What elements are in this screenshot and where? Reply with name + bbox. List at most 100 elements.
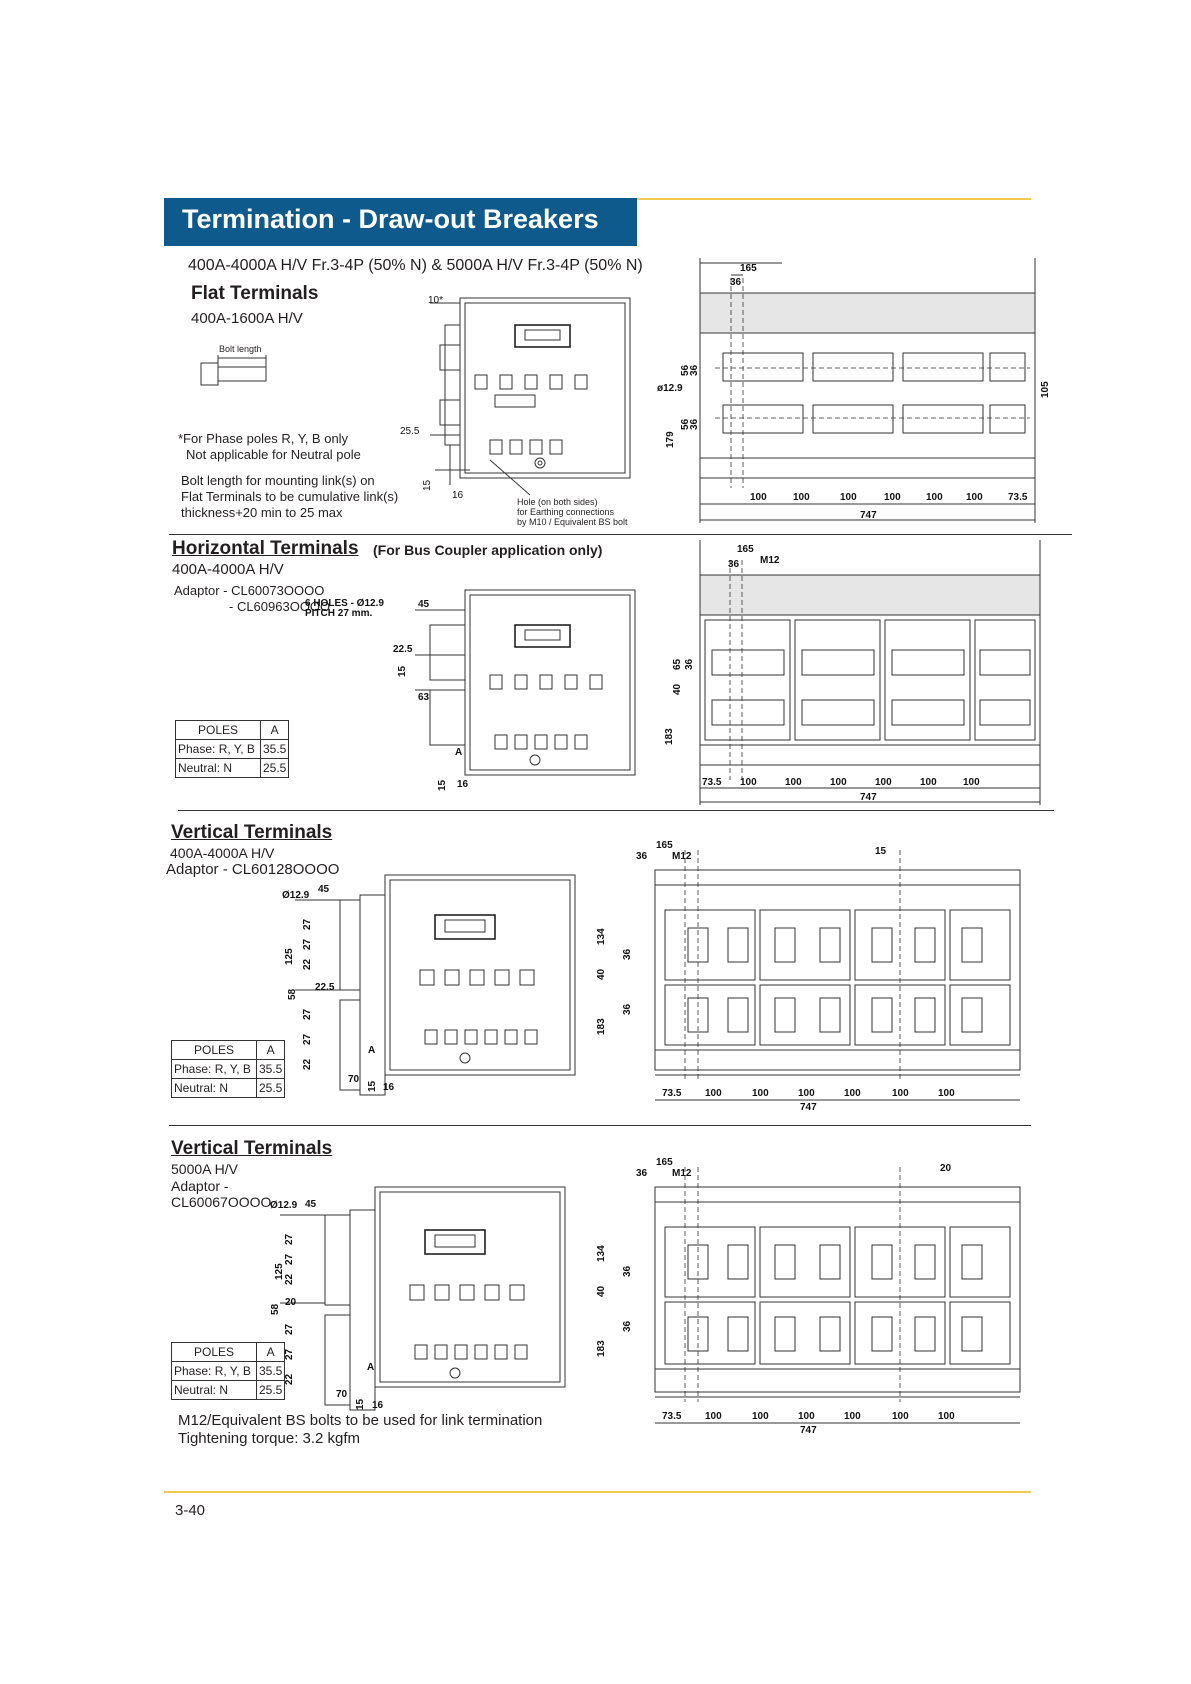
flat-front-100f: 100 [966,492,983,503]
v1-front-36: 36 [636,851,648,862]
flat-range: 400A-1600A H/V [191,310,303,327]
horiz-front-100e: 100 [920,777,937,788]
hole-note-3: by M10 / Equivalent BS bolt [517,517,628,527]
vertical2-side-drawing: Ø12.9 45 125 27 27 22 58 20 27 27 22 A 7… [270,1186,566,1411]
v1-front-134: 134 [596,928,607,945]
v1-front-36v2: 36 [622,1003,633,1015]
v2-dim-a: A [367,1362,374,1373]
horizontal-adaptor-1: Adaptor - CL60073OOOO [174,583,325,598]
flat-front-36: 36 [730,277,742,288]
v1-dim-27a: 27 [302,918,313,930]
v2-front-36v2: 36 [622,1320,633,1332]
hole-note-1: Hole (on both sides) [517,497,598,507]
flat-side-drawing: 10* 25.5 15 16 [400,295,631,501]
v1-front-100c: 100 [798,1088,815,1099]
footer-note-1: M12/Equivalent BS bolts to be used for l… [178,1412,543,1429]
v1-dim-27c: 27 [302,1008,313,1020]
flat-front-73-5: 73.5 [1008,492,1028,503]
v2-front-36: 36 [636,1168,648,1179]
horizontal-adaptor-2: - CL60963OOOO [229,599,331,614]
flat-dim-16: 16 [452,490,464,501]
vertical2-range: 5000A H/V [171,1161,238,1177]
note-phase-1: *For Phase poles R, Y, B only [178,431,349,446]
v1-dim-70: 70 [348,1074,360,1085]
v2-dim-22: 22 [284,1273,295,1285]
v2-dim-27b: 27 [284,1253,295,1265]
vertical1-front-drawing: 165 36 M12 15 134 36 40 36 183 73.5 100 … [596,840,1021,1113]
table-header-poles: POLES [171,1040,257,1060]
v2-front-165: 165 [656,1157,673,1168]
v1-front-747: 747 [800,1102,817,1113]
horizontal-side-drawing: 45 6 HOLES - Ø12.9 PITCH 27 mm. 22.5 15 … [305,589,636,791]
top-rule [637,198,1031,200]
v1-front-165: 165 [656,840,673,851]
v1-dim-27d: 27 [302,1033,313,1045]
v1-dim-a: A [368,1045,375,1056]
horiz-dim-22-5: 22.5 [393,644,413,655]
v2-dim-129: Ø12.9 [270,1200,298,1211]
v1-front-m12: M12 [672,851,692,862]
table-cell: 35.5 [255,1059,286,1079]
horiz-dim-15: 15 [397,665,408,677]
hole-note-2: for Earthing connections [517,507,615,517]
v1-dim-125: 125 [284,948,295,965]
flat-front-100b: 100 [793,492,810,503]
table-cell: Neutral: N [175,758,261,778]
horiz-front-747: 747 [860,792,877,803]
v1-dim-45: 45 [318,884,330,895]
v2-dim-45: 45 [305,1199,317,1210]
table-header-poles: POLES [171,1342,257,1362]
v2-front-m12: M12 [672,1168,692,1179]
v1-front-100e: 100 [892,1088,909,1099]
footer-note-2: Tightening torque: 3.2 kgfm [178,1430,361,1447]
v2-dim-22b: 22 [284,1373,295,1385]
v2-front-40: 40 [596,1285,607,1297]
flat-front-100a: 100 [750,492,767,503]
bolt-length-label: Bolt length [219,344,262,354]
v2-dim-58: 58 [270,1303,281,1315]
vertical2-heading: Vertical Terminals [171,1138,333,1159]
flat-front-105: 105 [1040,381,1051,398]
v2-front-100b: 100 [752,1411,769,1422]
v2-dim-15: 15 [355,1398,366,1410]
v2-dim-27a: 27 [284,1233,295,1245]
divider-3 [169,1125,1031,1126]
v2-front-100d: 100 [844,1411,861,1422]
note-bolt-3: thickness+20 min to 25 max [181,505,343,520]
flat-front-165: 165 [740,263,757,274]
horiz-front-100d: 100 [875,777,892,788]
horiz-dim-a: A [455,747,462,758]
divider-1 [169,534,1072,535]
v1-front-183: 183 [596,1018,607,1035]
horiz-dim-15b: 15 [437,779,448,791]
horiz-holes-1: 6 HOLES - Ø12.9 [305,598,384,609]
flat-front-100c: 100 [840,492,857,503]
v2-front-73-5: 73.5 [662,1411,682,1422]
flat-front-56a: 56 [680,364,691,376]
table-cell: Phase: R, Y, B [171,1059,257,1079]
flat-front-100e: 100 [926,492,943,503]
horiz-front-100c: 100 [830,777,847,788]
vertical1-heading: Vertical Terminals [171,822,333,843]
v1-dim-22-5: 22.5 [315,982,335,993]
v2-front-20: 20 [940,1163,952,1174]
table-cell: 25.5 [255,1380,286,1400]
horiz-front-36b: 36 [684,658,695,670]
v1-dim-27b: 27 [302,938,313,950]
v2-front-100a: 100 [705,1411,722,1422]
horizontal-heading-suffix: (For Bus Coupler application only) [373,542,603,558]
flat-front-129: ø12.9 [657,383,683,394]
table-cell: 35.5 [259,739,290,759]
v1-front-15: 15 [875,846,887,857]
flat-front-36a: 36 [689,364,700,376]
section-header: Termination - Draw-out Breakers [164,198,637,246]
horiz-dim-45: 45 [418,599,430,610]
v2-dim-125: 125 [274,1263,285,1280]
page-number: 3-40 [175,1502,206,1519]
vertical1-range: 400A-4000A H/V [170,845,275,861]
flat-heading: Flat Terminals [191,283,319,304]
v1-front-100a: 100 [705,1088,722,1099]
v1-front-100f: 100 [938,1088,955,1099]
table-cell: Phase: R, Y, B [175,739,261,759]
v2-front-100e: 100 [892,1411,909,1422]
